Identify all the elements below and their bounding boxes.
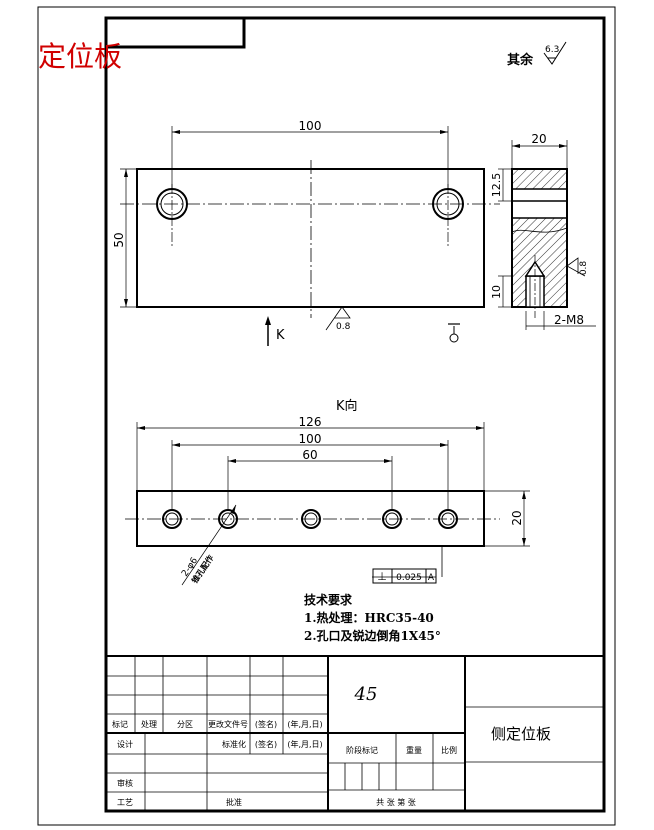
dim-k-height: 20 bbox=[510, 510, 524, 525]
tb-label-doc-no: 更改文件号 bbox=[208, 719, 248, 729]
tb-label-approve: 批准 bbox=[226, 797, 242, 807]
tb-label-design: 设计 bbox=[117, 739, 133, 749]
k-hole-3 bbox=[301, 509, 321, 529]
tb-material: 45 bbox=[354, 684, 378, 705]
tb-label-stage: 阶段标记 bbox=[346, 745, 378, 755]
k-view: K向 126 bbox=[125, 398, 530, 586]
tb-label-date-2: (年,月,日) bbox=[287, 739, 322, 749]
dim-k-outer-holes: 100 bbox=[299, 432, 322, 446]
side-roughness-value: 0.8 bbox=[579, 261, 589, 276]
side-view: 20 12.5 10 0.8 2-M8 bbox=[490, 132, 596, 330]
k-hole-5 bbox=[438, 509, 458, 529]
front-hole-left bbox=[156, 184, 188, 248]
paper-border bbox=[37, 6, 616, 826]
tb-label-mark: 标记 bbox=[112, 719, 128, 729]
dim-front-height: 50 bbox=[112, 232, 126, 247]
tb-label-standard: 标准化 bbox=[222, 739, 246, 749]
tech-req-item-1: 1.热处理：HRC35-40 bbox=[304, 610, 434, 625]
tb-label-zone: 分区 bbox=[177, 720, 193, 729]
dim-side-width: 20 bbox=[531, 132, 546, 146]
k-view-outline bbox=[136, 490, 485, 547]
k-view-title: K向 bbox=[336, 398, 358, 414]
roughness-rest-prefix: 其余 bbox=[507, 52, 534, 68]
tech-req-heading: 技术要求 bbox=[304, 592, 353, 607]
dim-k-inner-holes: 60 bbox=[302, 448, 317, 462]
front-roughness-value: 0.8 bbox=[336, 322, 351, 332]
dim-k-overall: 126 bbox=[299, 415, 322, 429]
code-box bbox=[106, 18, 246, 49]
front-view-arrow-label: K bbox=[276, 328, 285, 343]
tech-requirements: 技术要求 1.热处理：HRC35-40 2.孔口及锐边倒角1X45° bbox=[304, 592, 441, 643]
front-hole-right bbox=[432, 184, 464, 248]
side-thread-note: 2-M8 bbox=[554, 313, 584, 327]
tolerance-datum: A bbox=[428, 573, 435, 583]
tb-label-process: 工艺 bbox=[117, 798, 133, 807]
tolerance-frame: ⊥ 0.025 A bbox=[372, 568, 437, 584]
front-view-outline bbox=[136, 168, 485, 308]
tb-label-sign: (签名) bbox=[255, 719, 277, 729]
tb-label-count: 处理 bbox=[141, 719, 157, 729]
dim-front-hole-spacing: 100 bbox=[299, 119, 322, 133]
dim-side-top: 12.5 bbox=[490, 173, 503, 198]
k-hole-2 bbox=[218, 509, 238, 529]
front-view: 100 50 0.8 K bbox=[112, 119, 500, 346]
tech-req-item-2: 2.孔口及锐边倒角1X45° bbox=[304, 628, 441, 643]
tb-label-scale: 比例 bbox=[441, 745, 457, 755]
tb-label-weight: 重量 bbox=[406, 745, 422, 755]
tb-part-name: 侧定位板 bbox=[491, 725, 551, 743]
tb-label-sign-2: (签名) bbox=[255, 739, 277, 749]
tb-label-total: 共 张 第 张 bbox=[376, 797, 416, 807]
tb-label-date: (年,月,日) bbox=[287, 719, 322, 729]
tb-label-review: 审核 bbox=[117, 778, 133, 788]
part-title: 定位板 bbox=[38, 40, 122, 73]
roughness-rest: 其余 6.3 bbox=[507, 41, 567, 68]
tolerance-symbol: ⊥ bbox=[377, 570, 387, 583]
roughness-rest-value: 6.3 bbox=[545, 45, 559, 55]
dim-side-bottom: 10 bbox=[490, 285, 503, 299]
title-block: 标记 处理 分区 更改文件号 (签名) (年,月,日) 设计 标准化 (签名) … bbox=[105, 655, 605, 812]
tolerance-value: 0.025 bbox=[396, 573, 422, 583]
